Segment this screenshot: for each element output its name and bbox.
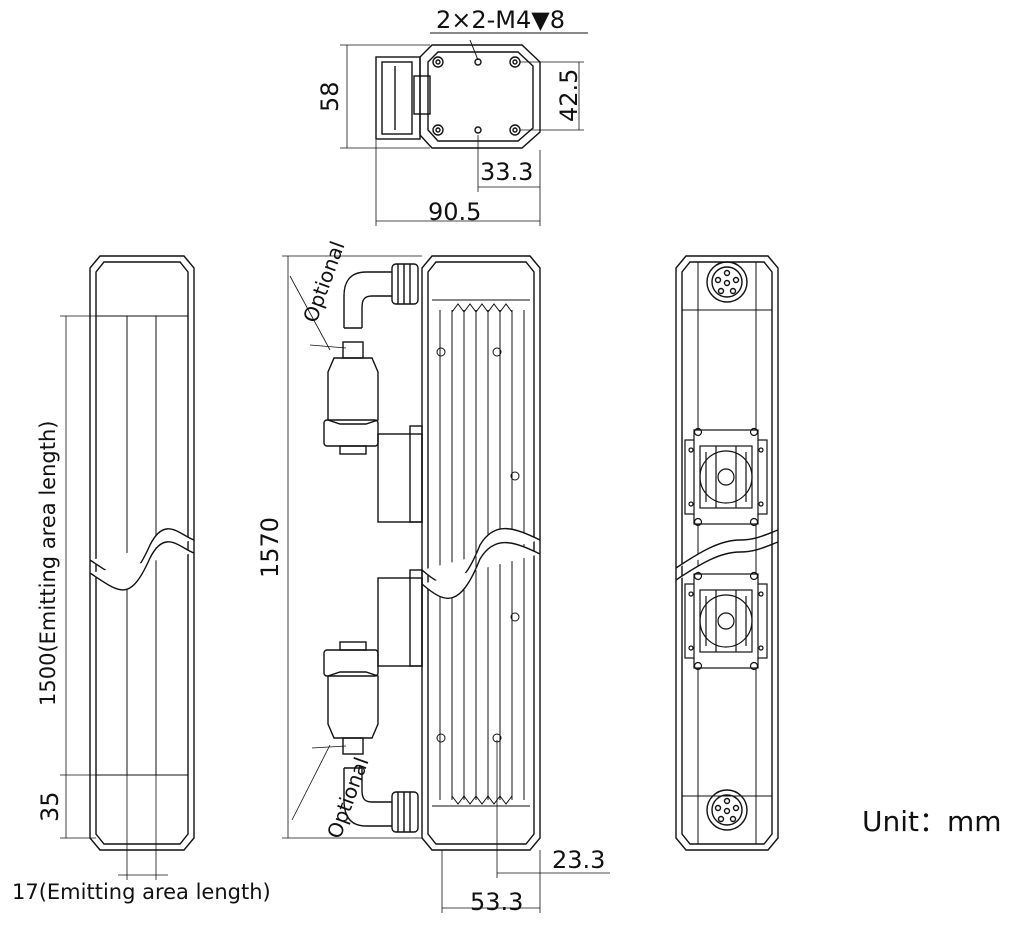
left-view <box>60 255 195 880</box>
front-view-screws <box>436 347 520 743</box>
round-connector-bottom <box>706 789 748 831</box>
round-connector-top <box>706 261 748 303</box>
top-view-holes <box>432 56 521 136</box>
front-view <box>282 255 610 913</box>
cooling-fan-2 <box>684 571 768 671</box>
dim-90-5-label: 90.5 <box>428 198 482 226</box>
dim-1570-label: 1570 <box>256 516 284 578</box>
right-view <box>675 255 779 851</box>
dim-33-3-label: 33.3 <box>480 158 534 186</box>
hole-spec-label: 2×2-M4▼8 <box>436 6 566 34</box>
dim-42-5-label: 42.5 <box>555 68 583 122</box>
dim-58-label: 58 <box>316 81 344 112</box>
dim-23-3-label: 23.3 <box>552 846 606 874</box>
dim-17-label: 17(Emitting area length) <box>12 880 271 904</box>
unit-label: Unit：mm <box>862 805 1002 838</box>
dim-53-3-label: 53.3 <box>470 888 524 916</box>
dim-1500-label: 1500(Emitting area length) <box>36 420 60 706</box>
dim-35-label: 35 <box>36 791 64 822</box>
cooling-fan-1 <box>684 427 768 527</box>
top-view <box>340 32 588 226</box>
